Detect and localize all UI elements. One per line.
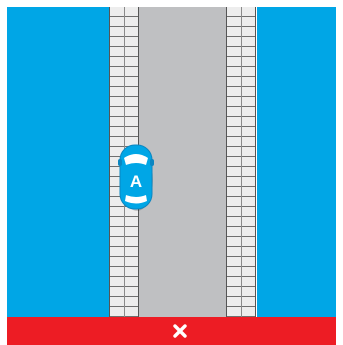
sidewalk-right-divider	[241, 7, 242, 317]
status-bar	[7, 317, 336, 345]
car-label: A	[116, 173, 156, 191]
sidewalk-right	[226, 7, 256, 317]
close-icon	[173, 324, 187, 338]
car-a[interactable]: A	[116, 143, 156, 213]
water-left	[7, 7, 109, 317]
water-right	[257, 7, 336, 317]
